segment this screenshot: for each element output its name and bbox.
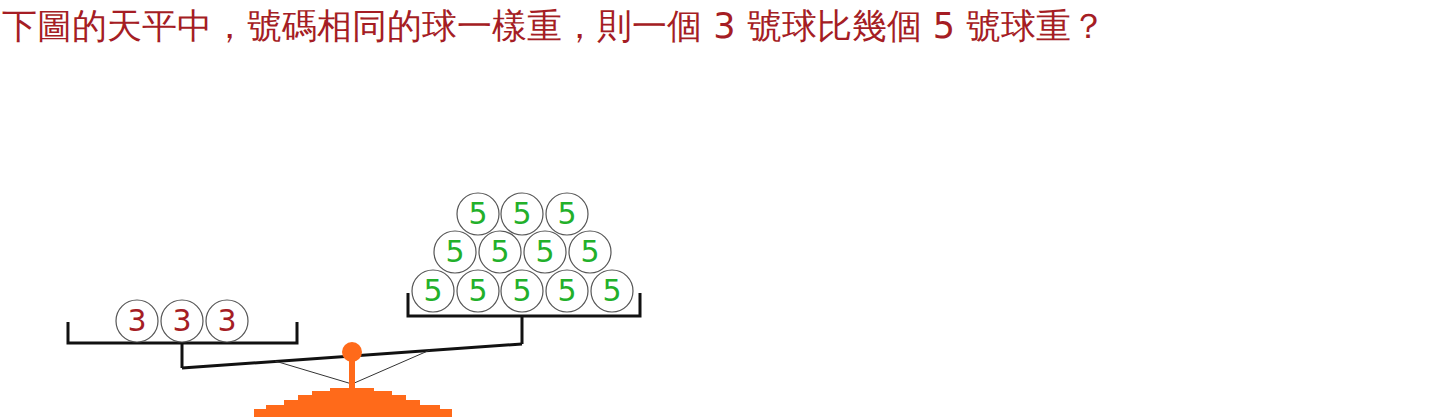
ball-number: 5 xyxy=(602,276,621,306)
ball-number: 5 xyxy=(535,237,554,267)
ball-number: 5 xyxy=(512,276,531,306)
ball-number: 3 xyxy=(217,306,236,336)
ball-number: 5 xyxy=(490,237,509,267)
numbered-ball: 3 xyxy=(115,299,159,343)
numbered-ball: 3 xyxy=(160,299,204,343)
scale-base xyxy=(254,388,452,417)
support-line xyxy=(352,350,430,384)
left-hanger xyxy=(181,343,184,368)
ball-number: 5 xyxy=(557,276,576,306)
numbered-ball: 5 xyxy=(590,269,634,313)
ball-number: 3 xyxy=(172,306,191,336)
numbered-ball: 5 xyxy=(456,269,500,313)
right-hanger xyxy=(521,316,524,344)
ball-number: 5 xyxy=(468,199,487,229)
numbered-ball: 5 xyxy=(500,269,544,313)
numbered-ball: 5 xyxy=(545,269,589,313)
numbered-ball: 5 xyxy=(500,192,544,236)
ball-number: 3 xyxy=(127,306,146,336)
numbered-ball: 5 xyxy=(411,269,455,313)
numbered-ball: 5 xyxy=(456,192,500,236)
ball-number: 5 xyxy=(557,199,576,229)
numbered-ball: 5 xyxy=(545,192,589,236)
numbered-ball: 5 xyxy=(478,230,522,274)
pivot xyxy=(342,342,362,362)
ball-number: 5 xyxy=(580,237,599,267)
numbered-ball: 3 xyxy=(205,299,249,343)
question-title: 下圖的天平中，號碼相同的球一樣重，則一個 3 號球比幾個 5 號球重？ xyxy=(2,2,1450,50)
numbered-ball: 5 xyxy=(568,230,612,274)
numbered-ball: 5 xyxy=(523,230,567,274)
ball-number: 5 xyxy=(423,276,442,306)
ball-number: 5 xyxy=(512,199,531,229)
ball-number: 5 xyxy=(468,276,487,306)
numbered-ball: 5 xyxy=(433,230,477,274)
ball-number: 5 xyxy=(445,237,464,267)
support-line xyxy=(275,361,352,384)
